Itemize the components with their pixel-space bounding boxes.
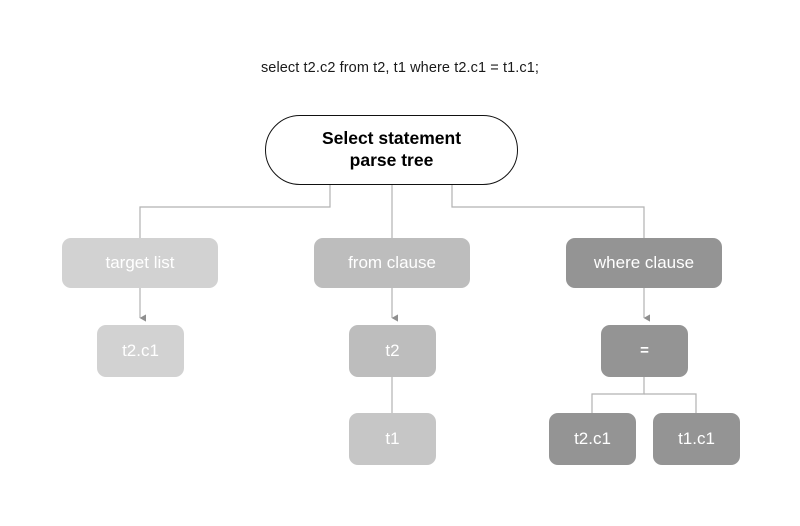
node-operand-left-label: t2.c1 [574,428,611,448]
node-target-column-label: t2.c1 [122,340,159,360]
node-operand-left[interactable]: t2.c1 [549,413,636,465]
node-root-label-line2: parse tree [349,150,434,170]
edge-root-target-list [139,185,331,238]
node-target-column[interactable]: t2.c1 [97,325,184,377]
node-table-t1[interactable]: t1 [349,413,436,465]
node-root-label-line1: Select statement [321,128,462,149]
node-table-t2[interactable]: t2 [349,325,436,377]
node-operator-equals[interactable]: = [601,325,688,377]
node-where-clause-label: where clause [593,252,695,272]
edge-eq-operand-left [591,377,645,413]
node-target-list[interactable]: target list [62,238,218,288]
node-operand-right[interactable]: t1.c1 [653,413,740,465]
node-operand-right-label: t1.c1 [678,428,715,448]
node-root-select-statement[interactable]: Select statement parse tree [265,115,518,185]
node-where-clause[interactable]: where clause [566,238,722,288]
node-from-clause[interactable]: from clause [314,238,470,288]
node-from-clause-label: from clause [348,252,436,272]
edge-root-where-clause [451,185,645,238]
sql-query-caption: select t2.c2 from t2, t1 where t2.c1 = t… [260,60,540,76]
node-operator-equals-label: = [640,342,649,360]
node-table-t2-label: t2 [385,340,400,360]
edge-eq-operand-right [644,393,697,413]
node-table-t1-label: t1 [385,428,400,448]
node-target-list-label: target list [105,252,175,272]
